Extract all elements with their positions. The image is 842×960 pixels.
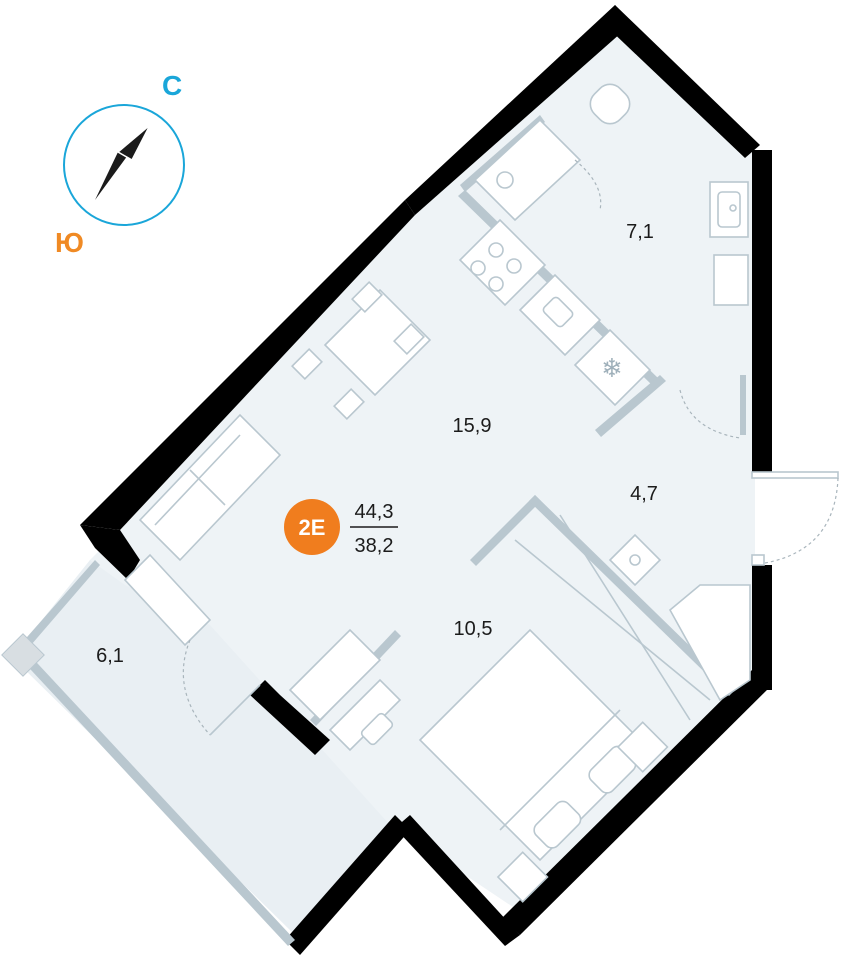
apartment-code: 2Е (299, 515, 326, 540)
compass-needle-north (116, 124, 151, 162)
double-bed (418, 628, 669, 903)
balcony-railing (1, 560, 295, 946)
bathroom-fixtures (473, 83, 749, 306)
apartment-badge: 2Е 44,3 38,2 (284, 499, 398, 557)
balcony-column (1, 633, 45, 677)
outer-walls (80, 5, 772, 955)
hallway-wardrobe (514, 514, 751, 721)
balcony-door (123, 553, 261, 736)
compass: С Ю (55, 70, 185, 258)
room-area-balcony: 6,1 (96, 645, 124, 667)
compass-south-label: Ю (55, 227, 84, 258)
living-area: 38,2 (355, 535, 394, 557)
balcony-floor (20, 560, 390, 935)
room-area-bedroom: 10,5 (454, 618, 493, 640)
hallway-door-arc (679, 389, 741, 439)
snowflake-icon: ❄ (601, 354, 623, 384)
total-area: 44,3 (355, 501, 394, 523)
desk (288, 628, 402, 752)
apartment-code-badge (284, 499, 340, 555)
room-area-kitchen-living: 15,9 (453, 415, 492, 437)
sofa (138, 413, 282, 562)
compass-icon (63, 104, 185, 226)
room-area-bathroom: 7,1 (626, 221, 654, 243)
room-area-hallway: 4,7 (630, 483, 658, 505)
compass-north-label: С (162, 70, 182, 101)
kitchen-fixtures: ❄ (458, 218, 652, 407)
entrance-door (751, 471, 839, 566)
dining-table (291, 281, 432, 420)
